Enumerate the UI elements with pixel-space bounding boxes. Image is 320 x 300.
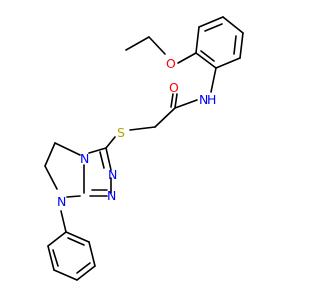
atom-labels: O O N H S N N N N (57, 56, 216, 209)
sulfur-label: S (117, 125, 125, 140)
phenyl-nitrogen-label: N (57, 194, 66, 209)
amide-hydrogen-label: H (207, 92, 216, 107)
amide-nitrogen-label: N (199, 92, 208, 107)
ether-oxygen-label: O (166, 56, 176, 71)
fused-ring-nitrogen-label: N (80, 151, 89, 166)
carbonyl-oxygen-label: O (169, 80, 179, 95)
triazole-nitrogen-label: N (107, 188, 116, 203)
molecule-structure: O O N H S N N N N (44, 16, 244, 281)
bond-lines (44, 16, 244, 281)
triazole-nitrogen-label: N (108, 167, 117, 182)
